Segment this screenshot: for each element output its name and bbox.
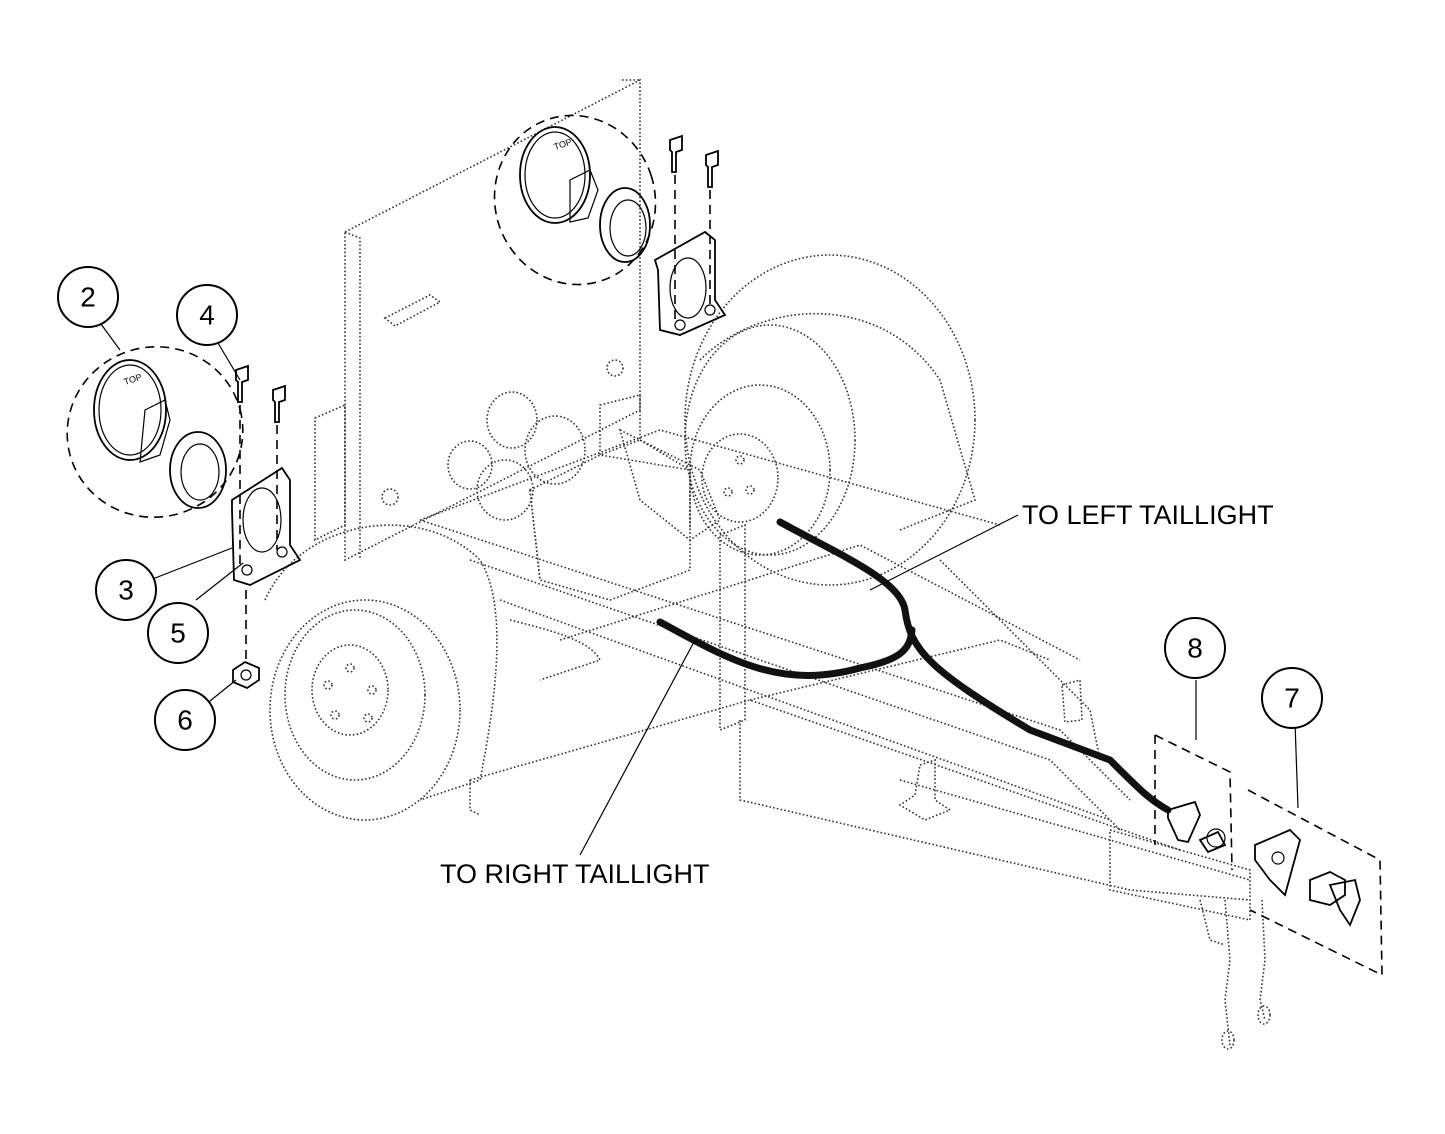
callout-4-number: 4 (199, 300, 215, 331)
right-taillight-assembly: TOP (493, 114, 727, 336)
leader-lines (97, 319, 1299, 856)
callout-5-number: 5 (170, 618, 186, 649)
svg-text:TOP: TOP (123, 372, 144, 387)
callout-7-number: 7 (1284, 683, 1300, 714)
callout-8: 8 (1164, 617, 1226, 679)
callout-6: 6 (154, 689, 216, 751)
callout-3-number: 3 (118, 575, 134, 606)
callout-2: 2 (57, 266, 119, 328)
callout-5: 5 (147, 602, 209, 664)
hitch-connector (1154, 734, 1383, 977)
right-taillight-label: TO RIGHT TAILLIGHT (440, 859, 710, 889)
wiring-harness (656, 518, 1201, 844)
trailer-outline (264, 78, 1271, 1050)
callout-4: 4 (176, 284, 238, 346)
callout-8-number: 8 (1187, 633, 1203, 664)
callout-2-number: 2 (80, 282, 96, 313)
callout-3: 3 (95, 559, 157, 621)
left-taillight-label: TO LEFT TAILLIGHT (1022, 500, 1274, 530)
callout-6-number: 6 (177, 705, 193, 736)
svg-text:TOP: TOP (553, 137, 574, 152)
callout-7: 7 (1261, 667, 1323, 729)
